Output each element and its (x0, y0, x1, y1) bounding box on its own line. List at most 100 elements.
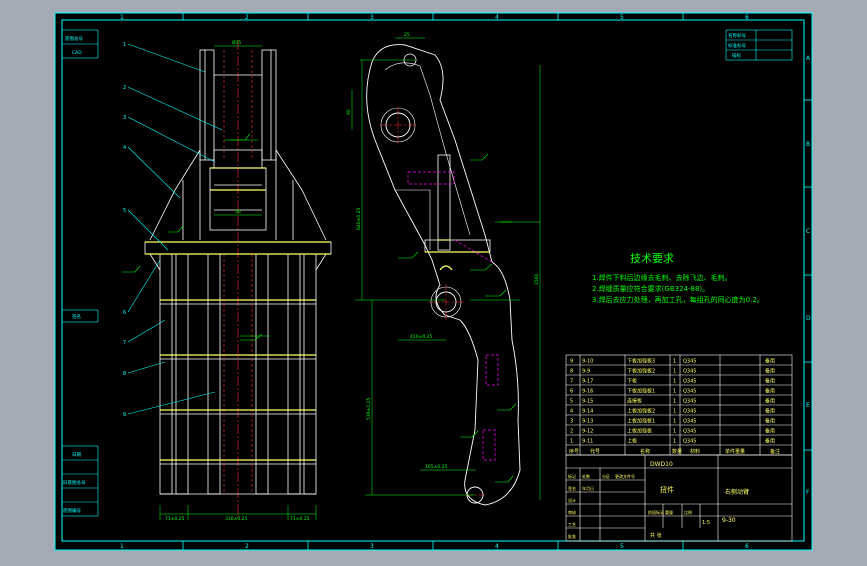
table-cell-note: 备用 (765, 398, 775, 405)
table-header-cell: 数量 (672, 448, 682, 455)
zone-right-c: C (806, 228, 810, 235)
balloon-8: 8 (123, 371, 126, 377)
dim-side-d: 90 (346, 109, 352, 115)
table-cell-name: 下板 (627, 378, 637, 385)
dim-mid-center: 50 (235, 209, 241, 215)
balloon-5: 5 (123, 208, 126, 214)
table-cell-code: 9-9 (582, 369, 590, 375)
dim-side-a: 640±0.25 (356, 207, 362, 230)
table-cell-note: 备用 (765, 408, 775, 415)
title-block-labels: 标记处数分区更改文件号签名年月日设计审核工艺批准阶段标记重量比例 (568, 473, 692, 539)
table-cell-name: 上板 (627, 438, 637, 445)
table-cell-name: 下板加强板2 (627, 368, 655, 375)
table-cell-note: 备用 (765, 388, 775, 395)
balloon-7: 7 (123, 340, 126, 346)
table-cell-qty: 1 (673, 409, 676, 415)
table-cell-material: Q345 (683, 369, 696, 375)
table-header-cell: 备注 (770, 448, 780, 455)
table-cell-code: 9-14 (582, 409, 593, 415)
table-cell-no: 4 (570, 409, 573, 415)
table-header-cell: 名称 (640, 448, 650, 455)
zone-ticks (182, 13, 812, 550)
table-header-cell: 代号 (590, 448, 600, 455)
table-cell-qty: 1 (673, 399, 676, 405)
zone-right-e: E (806, 402, 810, 409)
dim-bottom-mid: 316±0.25 (225, 516, 248, 522)
balloon-2: 2 (123, 85, 126, 91)
zone-top-2: 2 (245, 14, 249, 21)
table-cell-material: Q345 (683, 409, 696, 415)
table-cell-material: Q345 (683, 359, 696, 365)
dimension-texts: Ø35 50 71±0.25 316±0.25 71±0.25 640±0.25… (165, 32, 540, 522)
title-block-label: 更改文件号 (615, 473, 635, 479)
table-cell-name: 上板加强板2 (627, 408, 655, 415)
left-strip (61, 29, 99, 517)
dim-bottom-right: 71±0.25 (290, 516, 310, 522)
zone-labels: 1 2 3 4 5 6 1 2 3 4 5 6 A B C D E F (120, 14, 811, 550)
dim-bottom-left: 71±0.25 (165, 516, 185, 522)
title-block-label: 签名 (568, 485, 576, 491)
balloon-4: 4 (123, 145, 126, 151)
table-cell-name: 下板加强板1 (627, 388, 655, 395)
table-cell-material: Q345 (683, 429, 696, 435)
title-block-label: 标记 (568, 473, 576, 479)
zone-top-6: 6 (745, 14, 749, 21)
table-cell-no: 3 (570, 419, 573, 425)
left-strip-label-1: 底图总号 (65, 35, 83, 42)
table-cell-qty: 1 (673, 369, 676, 375)
left-strip-label-3: 签名 (72, 313, 81, 320)
table-cell-code: 9-16 (582, 389, 593, 395)
table-cell-code: 9-17 (582, 379, 593, 385)
table-header-cell: 序号 (569, 448, 579, 455)
table-cell-no: 7 (570, 379, 573, 385)
table-cell-note: 备用 (765, 438, 775, 445)
arm-outline (366, 44, 521, 506)
zone-top-5: 5 (620, 14, 624, 21)
title-block-label: 阶段标记 (648, 509, 664, 515)
zone-bottom-2: 2 (245, 543, 249, 550)
table-cell-name: 下板加强板3 (627, 358, 655, 365)
dim-side-f: 25 (404, 32, 410, 38)
tech-item-1: 1.焊件下料后边缘去毛刺、去除飞边、毛刺。 (592, 273, 732, 282)
tech-title: 技术要求 (630, 252, 674, 265)
dim-side-c: 1560 (534, 273, 540, 285)
table-cell-no: 2 (570, 429, 573, 435)
table-cell-code: 9-10 (582, 359, 593, 365)
top-right-label-1: 名称标号 (728, 32, 746, 39)
sheet-info: 共 张 (650, 532, 662, 539)
table-cell-qty: 1 (673, 439, 676, 445)
table-header-cell: 单件重量 (725, 448, 745, 455)
drawing-code: DWD10 (650, 461, 673, 468)
table-cell-no: 6 (570, 389, 573, 395)
table-cell-no: 8 (570, 369, 573, 375)
top-right-label-2: 标准标号 (728, 42, 746, 49)
table-cell-note: 备用 (765, 358, 775, 365)
table-cell-name: 上板加强板 (627, 428, 652, 435)
title-block-label: 设计 (568, 497, 576, 503)
zone-bottom-3: 3 (370, 543, 374, 550)
table-cell-material: Q345 (683, 419, 696, 425)
assembly-name: 右侧动臂 (725, 488, 749, 496)
title-block-label: 审核 (568, 509, 576, 515)
zone-right-f: F (806, 489, 810, 496)
dim-top-center: Ø35 (232, 39, 241, 46)
weld-symbols (122, 133, 517, 483)
table-cell-qty: 1 (673, 419, 676, 425)
front-view (127, 40, 332, 520)
zone-top-4: 4 (495, 14, 499, 21)
top-right-label-3: 描校 (732, 52, 741, 59)
table-cell-name: 连接板 (627, 398, 642, 405)
drawing-number: 9-30 (722, 517, 736, 524)
title-block-label: 比例 (684, 509, 692, 515)
balloon-3: 3 (123, 115, 126, 121)
table-cell-code: 9-13 (582, 419, 593, 425)
table-cell-code: 9-15 (582, 399, 593, 405)
table-cell-name: 上板加强板1 (627, 418, 655, 425)
balloon-1: 1 (123, 42, 126, 48)
table-cell-qty: 1 (673, 389, 676, 395)
title-block-label: 工艺 (568, 522, 576, 527)
zone-top-3: 3 (370, 14, 374, 21)
